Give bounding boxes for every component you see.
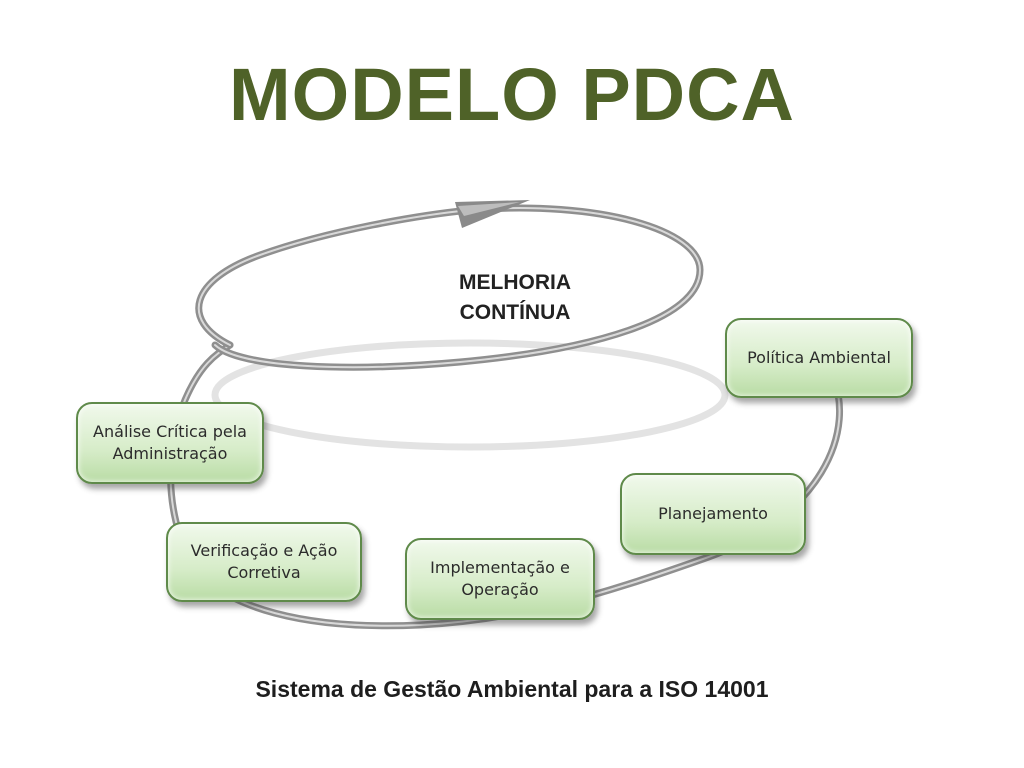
- center-label-line2: CONTÍNUA: [459, 301, 571, 324]
- box-analise-line2: Administração: [112, 444, 228, 463]
- box-verificacao-line1: Verificação e Ação: [190, 541, 338, 560]
- box-politica-ambiental-label: Política Ambiental: [747, 348, 891, 367]
- box-analise-critica: Análise Crítica pela Administração: [76, 402, 264, 484]
- box-planejamento: Planejamento: [620, 473, 806, 555]
- center-label: MELHORIA CONTÍNUA: [440, 268, 590, 328]
- box-politica-ambiental: Política Ambiental: [725, 318, 913, 398]
- box-planejamento-label: Planejamento: [658, 504, 768, 523]
- box-verificacao-acao-corretiva: Verificação e Ação Corretiva: [166, 522, 362, 602]
- footer-caption: Sistema de Gestão Ambiental para a ISO 1…: [255, 676, 769, 702]
- ghost-loop: [211, 339, 729, 451]
- box-implementacao-operacao: Implementação e Operação: [405, 538, 595, 620]
- box-analise-line1: Análise Crítica pela: [93, 422, 247, 441]
- center-label-line1: MELHORIA: [459, 271, 571, 294]
- box-implementacao-line2: Operação: [461, 580, 539, 599]
- box-implementacao-line1: Implementação e: [430, 558, 570, 577]
- page-title: MODELO PDCA: [229, 53, 795, 136]
- box-verificacao-line2: Corretiva: [227, 563, 301, 582]
